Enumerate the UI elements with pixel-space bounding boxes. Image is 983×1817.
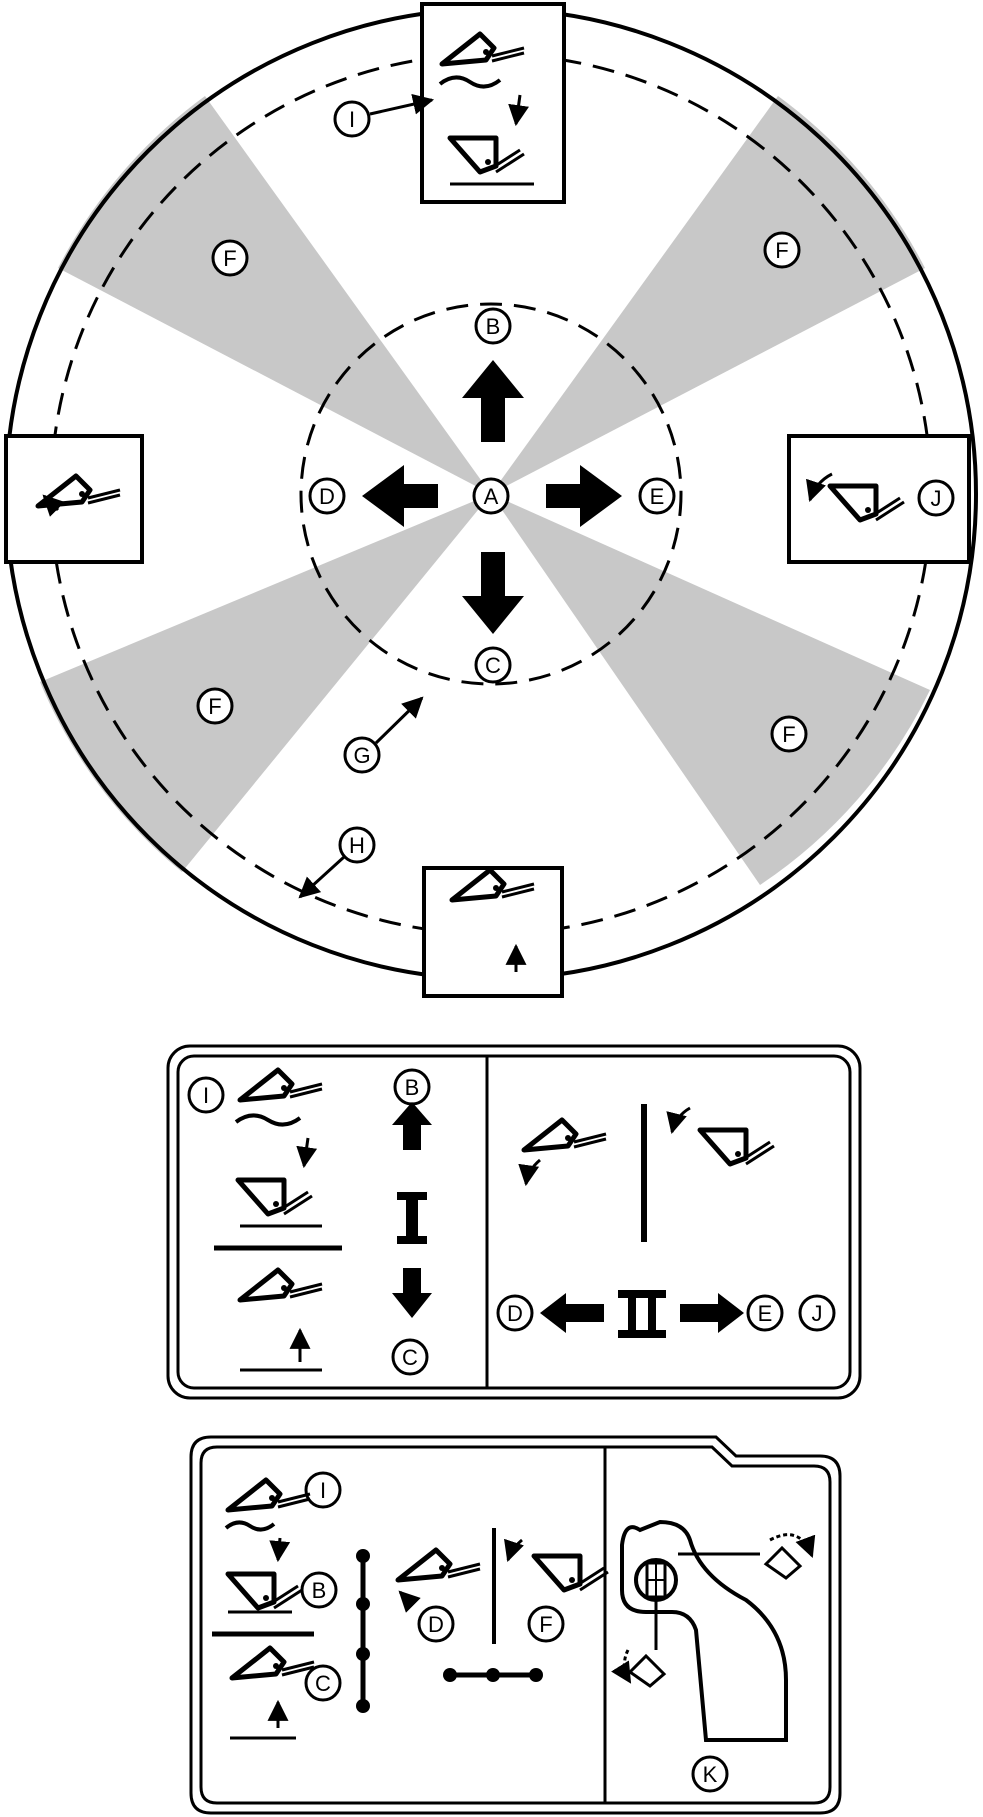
dump-arrow-icon: [504, 1538, 524, 1562]
arrow-left-icon: [362, 465, 438, 527]
bottom-bucket-box: [422, 866, 564, 998]
arrow-up-icon: [392, 1102, 432, 1150]
label-B: B: [474, 307, 512, 345]
svg-text:H: H: [349, 833, 365, 858]
svg-text:F: F: [223, 246, 236, 271]
label-A-text: A: [484, 484, 499, 509]
svg-text:G: G: [353, 743, 370, 768]
roman-numeral-one-icon: [397, 1192, 427, 1244]
label-B-text: B: [486, 314, 501, 339]
arrow-down-icon: [462, 552, 524, 634]
bucket-icon: [627, 1653, 667, 1688]
label-F-lower-right: F: [770, 715, 808, 753]
horizontal-pattern-indicator: [443, 1668, 543, 1682]
inner-dashed-circle: [299, 302, 683, 686]
label-K-text: K: [703, 1762, 718, 1787]
svg-text:F: F: [208, 694, 221, 719]
label-F-lower-left: F: [196, 687, 234, 725]
label-J: [917, 479, 955, 517]
bucket-icon: [240, 1070, 322, 1100]
down-arrow-icon: [269, 1537, 291, 1563]
selector-decal: I B C: [189, 1435, 842, 1815]
label-E-text: E: [758, 1301, 773, 1326]
bucket-icon: [228, 1574, 302, 1608]
joystick-icon: [620, 1519, 788, 1742]
svg-text:F: F: [782, 722, 795, 747]
label-A: A: [472, 477, 510, 515]
svg-text:F: F: [775, 238, 788, 263]
top-bucket-box: [420, 2, 566, 204]
bucket-icon: [534, 1556, 608, 1590]
label-C: C: [474, 646, 512, 684]
label-C-text: C: [315, 1671, 331, 1696]
label-B-text: B: [312, 1578, 327, 1603]
arrow-left-icon: [540, 1293, 604, 1333]
vertical-pattern-indicator: [356, 1549, 370, 1713]
arrow-right-icon: [546, 465, 622, 527]
roman-numeral-two-icon: [618, 1290, 666, 1338]
bucket-icon: [763, 1545, 803, 1580]
label-J-text: J: [812, 1301, 823, 1326]
dump-arrow-icon: [806, 472, 833, 502]
joystick-section: K: [611, 1519, 816, 1793]
bucket-icon: [232, 1648, 314, 1678]
arrow-down-icon: [392, 1268, 432, 1318]
ground-wave-icon: [438, 75, 502, 89]
direction-arrows: [362, 360, 622, 634]
sector-upper-right: [491, 96, 925, 494]
pattern-one-two-decal: I B C D: [166, 1044, 862, 1400]
bucket-icon: [228, 1480, 310, 1510]
curl-arrow-icon: [398, 1590, 421, 1613]
label-B-text: B: [405, 1075, 420, 1100]
right-bucket-box: J: [787, 434, 971, 564]
bucket-icon: [238, 1180, 312, 1214]
bucket-icon: [240, 1270, 322, 1300]
label-D-text: D: [319, 484, 335, 509]
label-H: H: [298, 826, 376, 899]
mode-selection-section: I B C: [212, 1471, 608, 1740]
curl-arrow-icon: [518, 1158, 541, 1187]
bucket-icon: [524, 1120, 606, 1150]
label-E: E: [638, 477, 676, 515]
label-G: G: [343, 696, 424, 774]
label-F-upper-right: F: [763, 231, 801, 269]
bucket-icon: [700, 1130, 774, 1164]
arrow-right-icon: [680, 1293, 744, 1333]
rotate-arrow-icon: [611, 1649, 632, 1684]
label-D-text: D: [428, 1612, 444, 1637]
curl-arrow-icon: [42, 494, 65, 517]
svg-text:I: I: [349, 107, 355, 132]
label-D: D: [308, 477, 346, 515]
svg-text:J: J: [931, 486, 942, 511]
label-D-text: D: [507, 1301, 523, 1326]
down-arrow-icon: [508, 94, 529, 127]
label-C-text: C: [485, 653, 501, 678]
down-arrow-icon: [296, 1137, 318, 1169]
dump-arrow-icon: [666, 1106, 691, 1135]
ground-wave-icon: [234, 1113, 302, 1127]
pattern-one-section: I B C: [187, 1070, 432, 1376]
bucket-icon: [398, 1550, 480, 1580]
label-I-text: I: [203, 1083, 209, 1108]
label-F-upper-left: F: [211, 239, 249, 277]
label-F-text: F: [539, 1612, 552, 1637]
label-I-text: I: [320, 1478, 326, 1503]
circle-diagram: A B C D E F F F F G H: [4, 2, 978, 998]
label-I-top: I: [333, 93, 435, 138]
ground-wave-icon: [224, 1520, 276, 1532]
arrow-up-icon: [462, 360, 524, 442]
left-bucket-box: [4, 434, 144, 564]
pattern-two-section: D E J: [496, 1104, 836, 1338]
label-C-text: C: [402, 1345, 418, 1370]
label-E-text: E: [650, 484, 665, 509]
